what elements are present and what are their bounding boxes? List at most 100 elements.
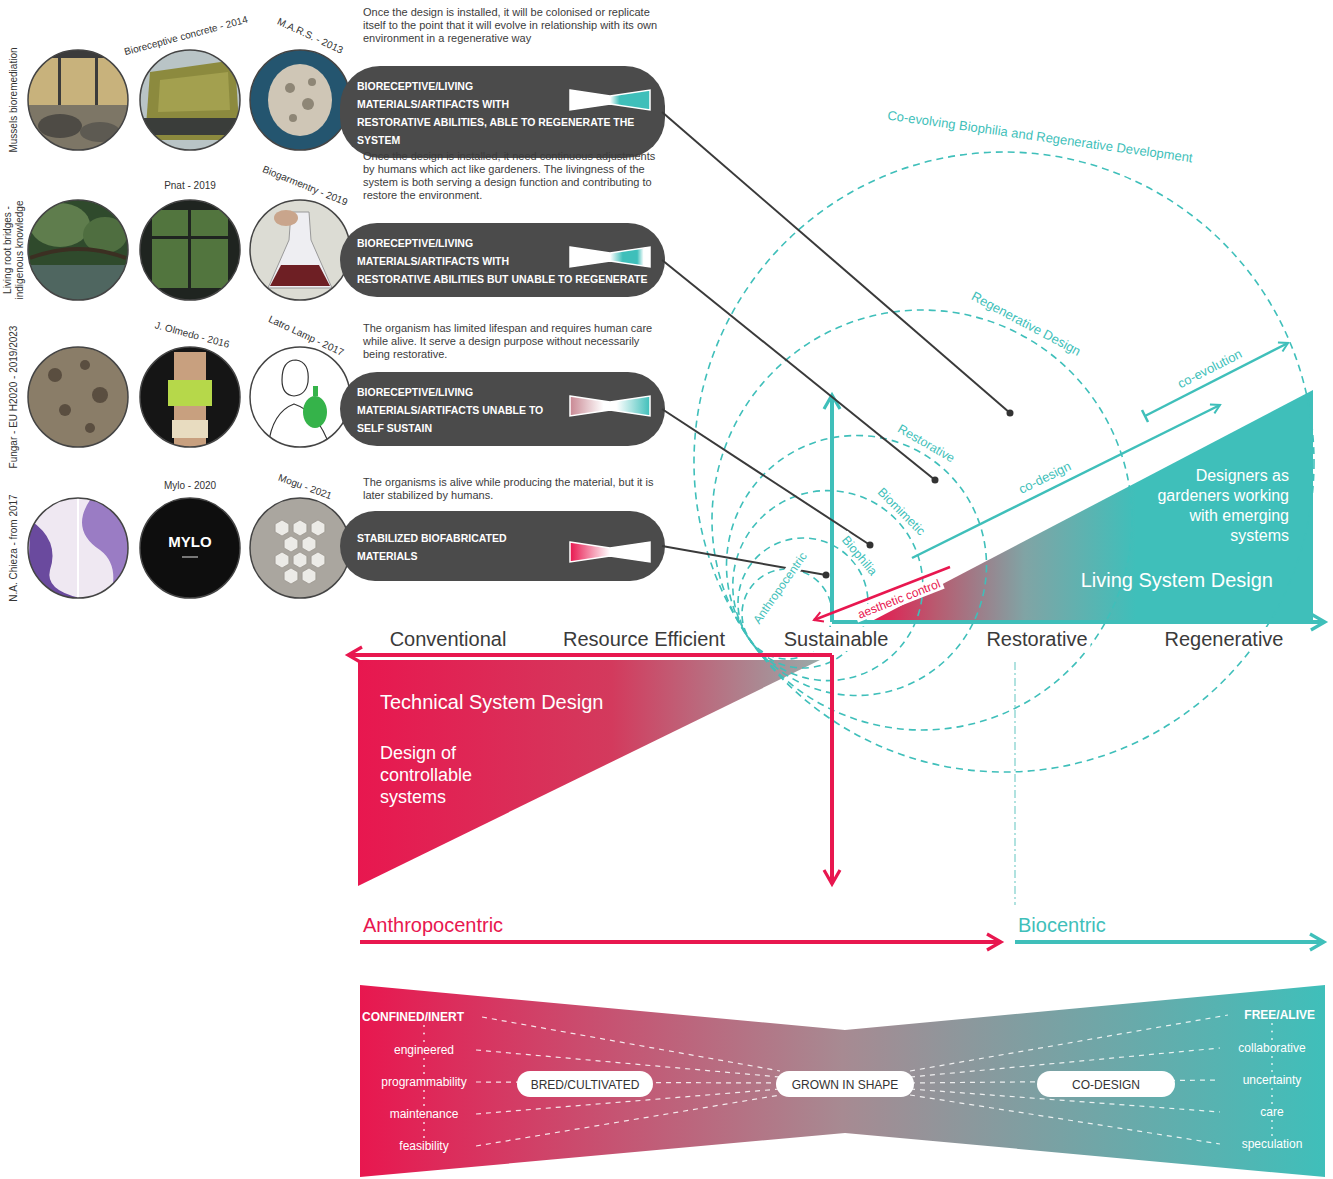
gradient-shape: [358, 660, 820, 886]
text-anchor: programmability: [424, 1082, 509, 1096]
dashed-guide: [476, 1095, 780, 1146]
graphic-rect: [140, 498, 240, 598]
dot-leader: [423, 1058, 425, 1060]
graphic-polygon: [275, 520, 289, 536]
diagram-label: Pnat - 2019: [164, 180, 216, 192]
graphic-rect: [28, 50, 128, 58]
graphic-ellipse: [80, 122, 120, 142]
graphic-rect: [140, 347, 240, 447]
pill-title: BIORECEPTIVE/LIVING MATERIALS/ARTIFACTS …: [357, 80, 634, 146]
node-text: maintenance: [390, 1107, 459, 1121]
label-anchor: MYLO: [190, 542, 233, 560]
graphic-rect: [188, 210, 191, 288]
dot-leader: [423, 1136, 425, 1138]
graphic-line: [912, 405, 1220, 558]
label-anchor: Conventional: [448, 639, 571, 663]
dot-leader: [423, 1033, 425, 1035]
dot-leader: [1271, 1134, 1273, 1136]
spacer: [650, 76, 651, 89]
diagram-label: Biogarmentry - 2019: [261, 163, 350, 208]
graphic-rect: [140, 200, 240, 300]
graphic-circle: [250, 200, 350, 300]
node-text: speculation: [1242, 1137, 1303, 1151]
dot-leader: [423, 1122, 425, 1124]
dot-leader: [1271, 1056, 1273, 1058]
graphic-g: [140, 498, 240, 598]
graphic-polygon: [311, 520, 325, 536]
diagram-label: Mylo - 2020: [164, 480, 216, 492]
diagram-label: Resource Efficient: [560, 627, 728, 651]
diagram-label: Anthropocentric: [363, 913, 503, 937]
stage-pill: CO-DESIGN: [1037, 1071, 1175, 1097]
graphic-path: [282, 360, 308, 396]
diagram-label: Restorative: [983, 627, 1090, 651]
leader-dot: [823, 572, 830, 579]
category-pill: BIORECEPTIVE/LIVING MATERIALS/ARTIFACTS …: [340, 66, 665, 158]
bowtie-shape: [570, 396, 650, 416]
diagram-label: Sustainable: [781, 627, 892, 651]
dashed-guide: [482, 1017, 780, 1071]
label-anchor: The organism has limited lifespan and re…: [363, 322, 661, 361]
label-anchor: J. Olmedo - 2016: [192, 335, 269, 347]
graphic-polygon: [275, 552, 289, 568]
dot-leader: [1271, 1063, 1273, 1065]
leader-dot: [932, 477, 939, 484]
graphic-circle: [742, 569, 832, 659]
diagram-label: N.A. Chieza - from 2017: [8, 494, 20, 601]
label-anchor: Mogu - 2021: [305, 487, 361, 499]
bowtie-icon: [569, 541, 651, 563]
stage-label: CO-DESIGN: [1072, 1078, 1140, 1092]
node-text: Living System Design: [1081, 568, 1273, 592]
label-anchor: aesthetic control: [899, 599, 992, 613]
node-text: care: [1260, 1105, 1283, 1119]
label-anchor: Bioreceptive concrete - 2014: [186, 36, 313, 48]
dot-leader: [1271, 1023, 1273, 1025]
pill-body: BIORECEPTIVE/LIVING MATERIALS/ARTIFACTS …: [357, 233, 651, 287]
category-pill: BIORECEPTIVE/LIVING MATERIALS/ARTIFACTS …: [340, 223, 665, 297]
graphic-polygon: [270, 265, 330, 286]
graphic-circle: [92, 387, 108, 403]
dot-leader: [1271, 1038, 1273, 1040]
label-anchor: Sustainable: [836, 639, 947, 663]
spacer: [650, 233, 651, 246]
label-anchor: Restorative: [926, 444, 995, 459]
graphic-rect: [140, 50, 240, 150]
diagram-label: Mogu - 2021: [277, 472, 334, 502]
graphic-g: [140, 347, 240, 447]
graphic-circle: [285, 83, 295, 93]
pill-body: BIORECEPTIVE/LIVING MATERIALS/ARTIFACTS …: [357, 382, 651, 436]
node-text: Design of controllable systems: [380, 742, 540, 808]
diagram-label: Co-evolving Biophilia and Regenerative D…: [886, 108, 1193, 167]
graphic-rect: [28, 265, 128, 300]
graphic-rect: [172, 420, 208, 438]
node-text: programmability: [381, 1075, 466, 1089]
gradient-shape: [360, 985, 1325, 1177]
graphic-rect: [28, 200, 128, 300]
leader-line: [662, 112, 1010, 413]
graphic-circle: [308, 78, 316, 86]
pill-title: STABILIZED BIOFABRICATED MATERIALS: [357, 532, 507, 562]
pill-body: BIORECEPTIVE/LIVING MATERIALS/ARTIFACTS …: [357, 76, 651, 148]
node-text: Technical System Design: [380, 690, 603, 714]
text-anchor: FREE/ALIVE: [1244, 1015, 1315, 1029]
dot-leader: [423, 1097, 425, 1099]
text-anchor: feasibility: [424, 1146, 473, 1160]
label-anchor: Co-evolving Biophilia and Regenerative D…: [1040, 137, 1333, 153]
dot-leader: [423, 1090, 425, 1092]
graphic-rect: [28, 50, 128, 105]
graphic-circle: [140, 347, 240, 447]
diagram-label: Once the design is installed, it need co…: [363, 150, 661, 202]
graphic-rect: [95, 58, 98, 105]
graphic-line: [360, 940, 1001, 944]
graphic-rect: [250, 200, 350, 300]
graphic-g: [140, 50, 240, 150]
graphic-rect: [250, 50, 350, 150]
spectrum-band: CONFINED/INERTengineeredprogrammabilitym…: [360, 985, 1325, 1177]
label-anchor: Mussels bioremediation: [14, 100, 119, 112]
node-text: uncertainty: [1243, 1073, 1302, 1087]
diagram-label: Biocentric: [1018, 913, 1106, 937]
diagram-label: Regenerative Design: [966, 287, 1086, 361]
label-anchor: Fungar - EU H2020 - 2019/2023: [14, 397, 157, 409]
leader-line: [662, 546, 826, 575]
